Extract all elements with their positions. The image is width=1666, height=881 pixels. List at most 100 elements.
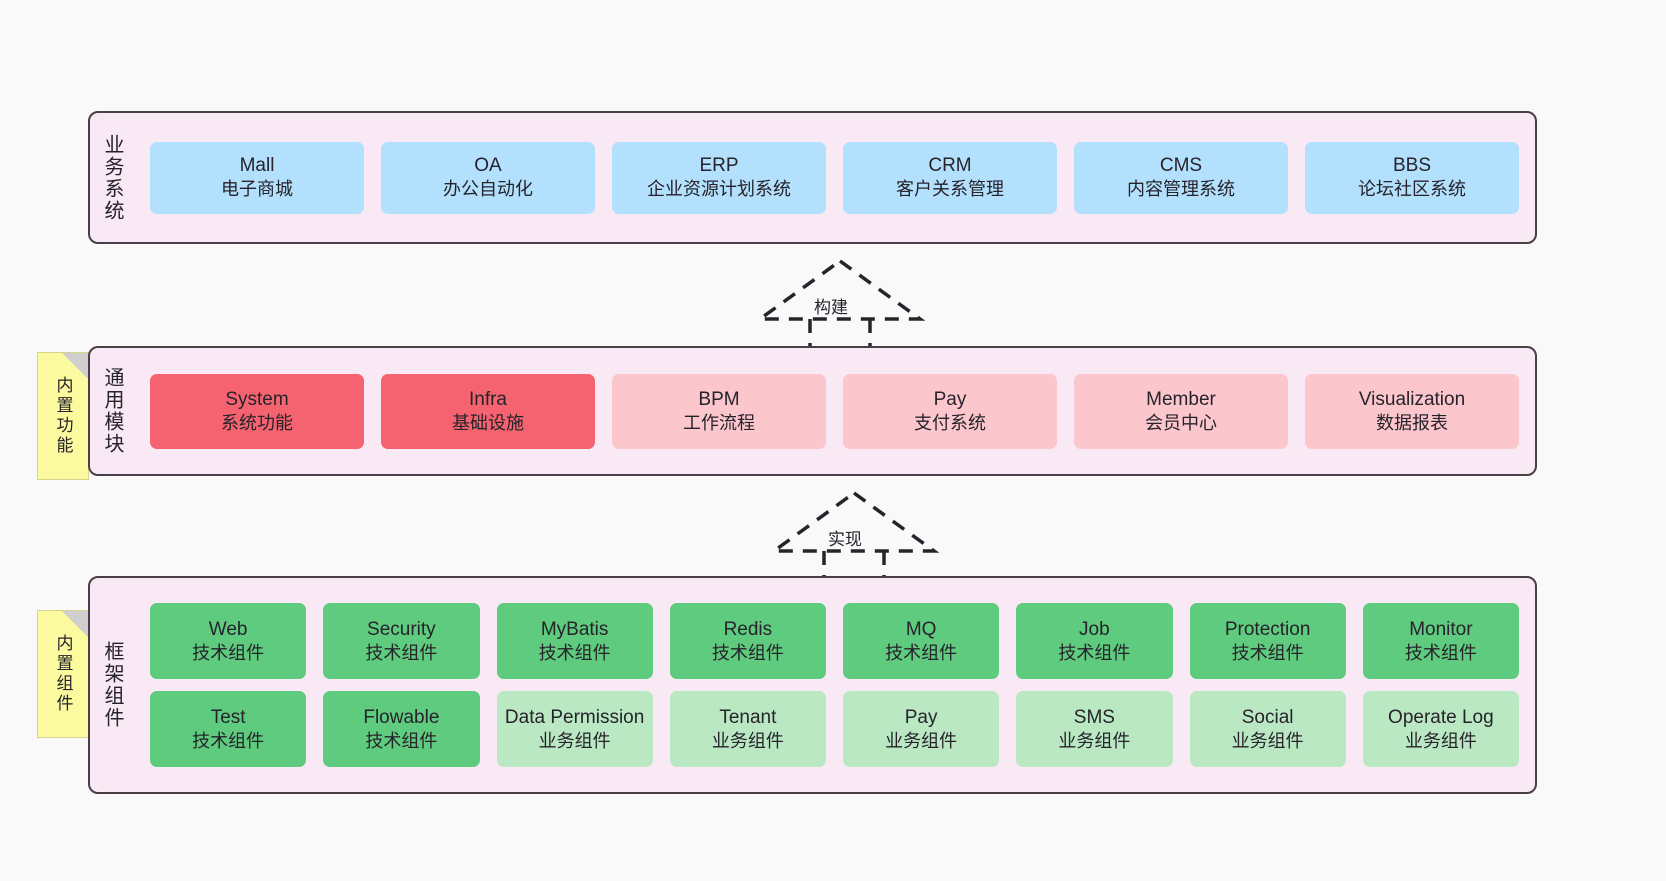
card-title-en: Operate Log xyxy=(1388,706,1494,728)
card-title-en: System xyxy=(225,388,289,410)
card-title-en: Pay xyxy=(904,706,938,728)
card-title-cn: 技术组件 xyxy=(365,730,438,751)
card-title-cn: 系统功能 xyxy=(221,412,293,433)
card-title-cn: 客户关系管理 xyxy=(896,179,1004,200)
card-title-cn: 技术组件 xyxy=(538,642,611,663)
card-title-en: SMS xyxy=(1073,706,1115,728)
card-title-en: BPM xyxy=(698,388,740,410)
card-title-cn: 业务组件 xyxy=(1231,730,1304,751)
note-tag-builtin-component-label: 内置组件 xyxy=(53,634,73,714)
card-title-en: Test xyxy=(210,706,246,728)
band-framework-component-title: 框架组件 xyxy=(101,641,123,729)
card-title-en: MyBatis xyxy=(540,618,609,640)
arrow-stem xyxy=(822,551,886,579)
card-title-cn: 数据报表 xyxy=(1376,412,1448,433)
note-tag-builtin-function: 内置功能 xyxy=(37,352,89,480)
arrow-implement-label: 实现 xyxy=(828,530,862,549)
card-title-cn: 技术组件 xyxy=(1231,642,1304,663)
card-title-en: Redis xyxy=(723,618,773,640)
card-title-en: Flowable xyxy=(363,706,440,728)
card-title-cn: 企业资源计划系统 xyxy=(647,179,791,200)
arrow-head-triangle xyxy=(768,490,940,553)
card-title-cn: 业务组件 xyxy=(885,730,958,751)
card-title-en: Mall xyxy=(239,155,275,177)
card-title-cn: 业务组件 xyxy=(1404,730,1477,751)
card-title-cn: 技术组件 xyxy=(711,642,784,663)
card-title-en: CMS xyxy=(1159,155,1203,177)
card-title-cn: 技术组件 xyxy=(365,642,438,663)
card-title-cn: 办公自动化 xyxy=(443,179,533,200)
card-title-en: Infra xyxy=(468,388,508,410)
card-title-en: Tenant xyxy=(719,706,777,728)
card-title-en: ERP xyxy=(699,155,739,177)
card-title-cn: 技术组件 xyxy=(1404,642,1477,663)
card-title-cn: 技术组件 xyxy=(1058,642,1131,663)
card-title-en: Job xyxy=(1079,618,1110,640)
card-title-cn: 技术组件 xyxy=(192,730,265,751)
card-title-cn: 电子商城 xyxy=(221,179,293,200)
card-title-cn: 支付系统 xyxy=(914,412,986,433)
card-title-cn: 论坛社区系统 xyxy=(1358,179,1466,200)
card-title-en: Monitor xyxy=(1409,618,1473,640)
band-common-module-title: 通用模块 xyxy=(101,367,123,455)
card-title-cn: 业务组件 xyxy=(1058,730,1131,751)
card-title-en: Social xyxy=(1241,706,1294,728)
arrow-build-label: 构建 xyxy=(814,298,848,317)
card-title-en: Pay xyxy=(933,388,967,410)
card-title-cn: 会员中心 xyxy=(1145,412,1217,433)
card-title-cn: 工作流程 xyxy=(683,412,755,433)
card-title-en: Protection xyxy=(1224,618,1311,640)
card-title-cn: 业务组件 xyxy=(711,730,784,751)
card-title-en: MQ xyxy=(905,618,937,640)
card-title-cn: 技术组件 xyxy=(192,642,265,663)
card-title-en: Member xyxy=(1146,388,1216,410)
card-title-en: Data Permission xyxy=(504,706,645,728)
card-title-en: Web xyxy=(208,618,248,640)
card-title-en: CRM xyxy=(928,155,972,177)
arrow-head-triangle xyxy=(754,258,926,321)
note-tag-builtin-function-label: 内置功能 xyxy=(53,376,73,456)
card-title-en: OA xyxy=(474,155,502,177)
arrow-stem xyxy=(808,319,872,347)
band-business-system-title: 业务系统 xyxy=(101,133,123,222)
card-title-en: Security xyxy=(367,618,436,640)
